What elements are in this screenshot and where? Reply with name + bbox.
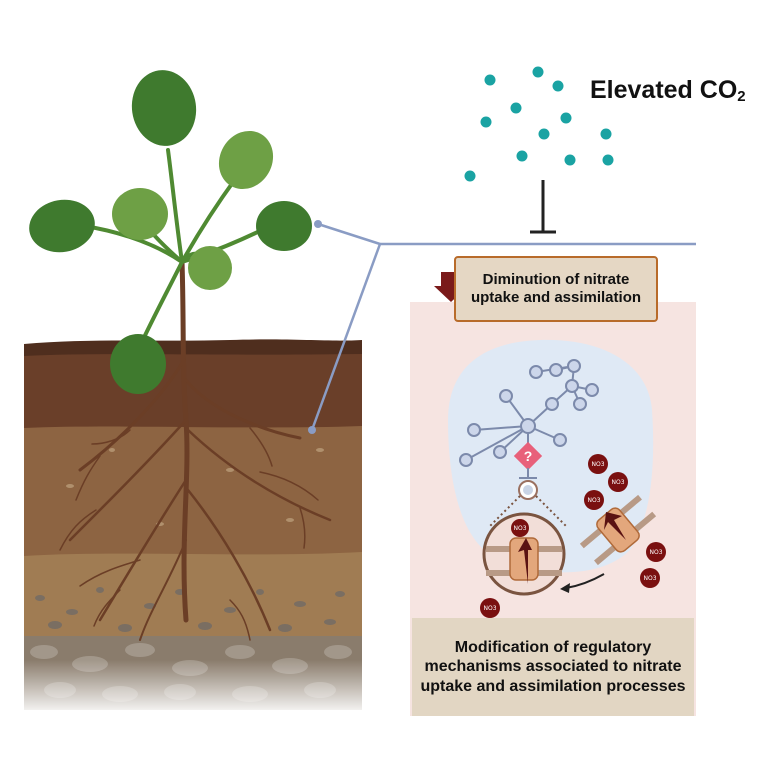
leaf [112, 188, 168, 240]
nitrate-ion: NO3 [480, 598, 500, 618]
svg-text:NO3: NO3 [513, 525, 526, 532]
svg-text:NO3: NO3 [483, 605, 496, 612]
pebbles [35, 587, 345, 632]
regulatory-network [459, 359, 599, 467]
leaf [218, 130, 274, 190]
svg-text:NO3: NO3 [611, 479, 624, 486]
elevated-co2-title: Elevated CO2 [590, 76, 746, 105]
diminution-text: Diminution of nitrate uptake and assimil… [470, 271, 642, 306]
svg-text:NO3: NO3 [587, 497, 600, 504]
connector-dot [308, 426, 316, 434]
soil-middle-layer [24, 426, 362, 560]
leaf [29, 199, 95, 253]
question-mark: ? [524, 448, 533, 464]
nitrate-ion: NO3 [584, 490, 604, 510]
transport-arrow-icon [518, 538, 532, 584]
leaf [110, 334, 166, 394]
nitrate-ion: NO3 [588, 454, 608, 474]
soil-fade [20, 660, 366, 716]
nitrate-ion: NO3 [646, 542, 666, 562]
connector-dot [314, 220, 322, 228]
nitrate-ion: NO3 [608, 472, 628, 492]
co2-subscript: 2 [737, 88, 746, 105]
leaf [188, 246, 232, 290]
svg-text:NO3: NO3 [643, 575, 656, 582]
svg-text:NO3: NO3 [591, 461, 604, 468]
nitrate-ion: NO3 [640, 568, 660, 588]
nitrate-ions: NO3 NO3 NO3 NO3 NO3 NO3 NO3 [480, 454, 666, 618]
soil-cross-section [20, 339, 366, 716]
svg-text:NO3: NO3 [649, 549, 662, 556]
leaf [131, 70, 197, 146]
soil-sandy-layer [24, 552, 362, 640]
connector-lines [310, 222, 696, 431]
modification-box: Modification of regulatory mechanisms as… [412, 618, 694, 716]
nitrate-ion: NO3 [511, 519, 529, 537]
diminution-box: Diminution of nitrate uptake and assimil… [454, 256, 658, 322]
soil-specks [66, 448, 324, 526]
unknown-regulator [513, 441, 543, 471]
zoom-lines [489, 495, 567, 527]
soil-upper-layer [24, 354, 362, 432]
inhibition-symbol [530, 180, 556, 234]
modification-text: Modification of regulatory mechanisms as… [420, 638, 686, 695]
co2-title-text: Elevated CO [590, 76, 738, 104]
leaves [29, 70, 312, 394]
root-system [59, 259, 332, 641]
plant-shoot [29, 70, 312, 394]
transport-arrow-icon [604, 512, 626, 540]
co2-molecules [464, 66, 614, 182]
leaf [256, 201, 312, 251]
